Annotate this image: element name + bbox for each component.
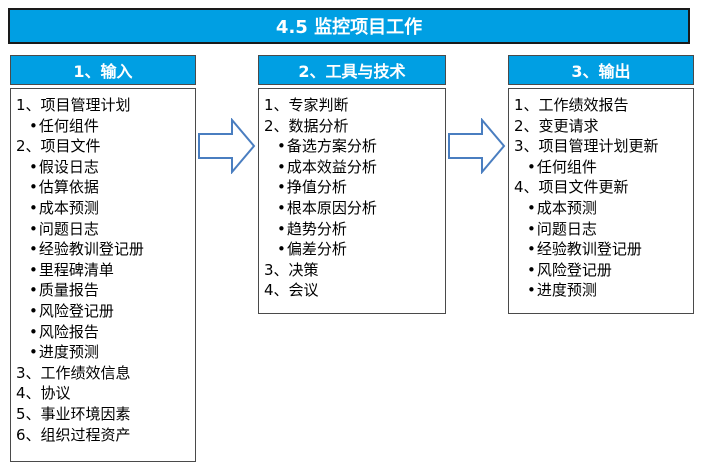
sub-list-item: 问题日志 — [509, 219, 693, 239]
tools-header: 2、工具与技术 — [258, 55, 446, 85]
sub-list-item: 里程碑清单 — [11, 260, 195, 280]
inputs-header: 1、输入 — [10, 55, 196, 85]
sub-list-item: 任何组件 — [509, 157, 693, 177]
sub-list-item: 偏差分析 — [259, 239, 445, 259]
sub-list-item: 风险登记册 — [11, 301, 195, 321]
list-item: 4、项目文件更新 — [514, 178, 629, 197]
sub-list-item: 经验教训登记册 — [11, 239, 195, 259]
sub-list-item: 风险登记册 — [509, 260, 693, 280]
inputs-box: 1、项目管理计划任何组件2、项目文件假设日志估算依据成本预测问题日志经验教训登记… — [10, 88, 196, 462]
sub-list-item: 估算依据 — [11, 177, 195, 197]
list-item: 1、工作绩效报告 — [514, 96, 629, 114]
list-item: 2、项目文件 — [16, 137, 101, 156]
list-item: 3、工作绩效信息 — [16, 363, 131, 382]
list-item: 3、决策 — [264, 260, 319, 279]
sub-list-item: 问题日志 — [11, 219, 195, 239]
sub-list-item: 成本预测 — [509, 198, 693, 218]
sub-list-item: 趋势分析 — [259, 219, 445, 239]
sub-list-item: 进度预测 — [11, 342, 195, 362]
sub-list-item: 假设日志 — [11, 157, 195, 177]
list-item: 1、项目管理计划 — [16, 96, 131, 114]
sub-list-item: 挣值分析 — [259, 177, 445, 197]
tools-box: 1、专家判断 2、数据分析备选方案分析成本效益分析挣值分析根本原因分析趋势分析偏差… — [258, 88, 446, 314]
list-item: 2、变更请求 — [514, 116, 599, 135]
sub-list-item: 进度预测 — [509, 280, 693, 300]
page-title: 4.5 监控项目工作 — [8, 8, 690, 44]
sub-list-item: 成本预测 — [11, 198, 195, 218]
sub-list-item: 经验教训登记册 — [509, 239, 693, 259]
sub-list-item: 质量报告 — [11, 280, 195, 300]
sub-list-item: 成本效益分析 — [259, 157, 445, 177]
list-item: 1、专家判断 — [264, 96, 349, 114]
sub-list-item: 任何组件 — [11, 116, 195, 136]
sub-list-item: 备选方案分析 — [259, 136, 445, 156]
outputs-box: 1、工作绩效报告 2、变更请求 3、项目管理计划更新任何组件4、项目文件更新成本预测… — [508, 88, 694, 314]
list-item: 4、会议 — [264, 281, 319, 300]
sub-list-item: 风险报告 — [11, 322, 195, 342]
sub-list-item: 根本原因分析 — [259, 198, 445, 218]
list-item: 3、项目管理计划更新 — [514, 137, 659, 156]
list-item: 6、组织过程资产 — [16, 425, 131, 444]
list-item: 5、事业环境因素 — [16, 405, 131, 423]
list-item: 2、数据分析 — [264, 116, 349, 135]
arrow-right-icon — [198, 118, 256, 174]
list-item: 4、协议 — [16, 384, 71, 403]
outputs-header: 3、输出 — [508, 55, 694, 85]
arrow-right-icon — [448, 118, 506, 174]
